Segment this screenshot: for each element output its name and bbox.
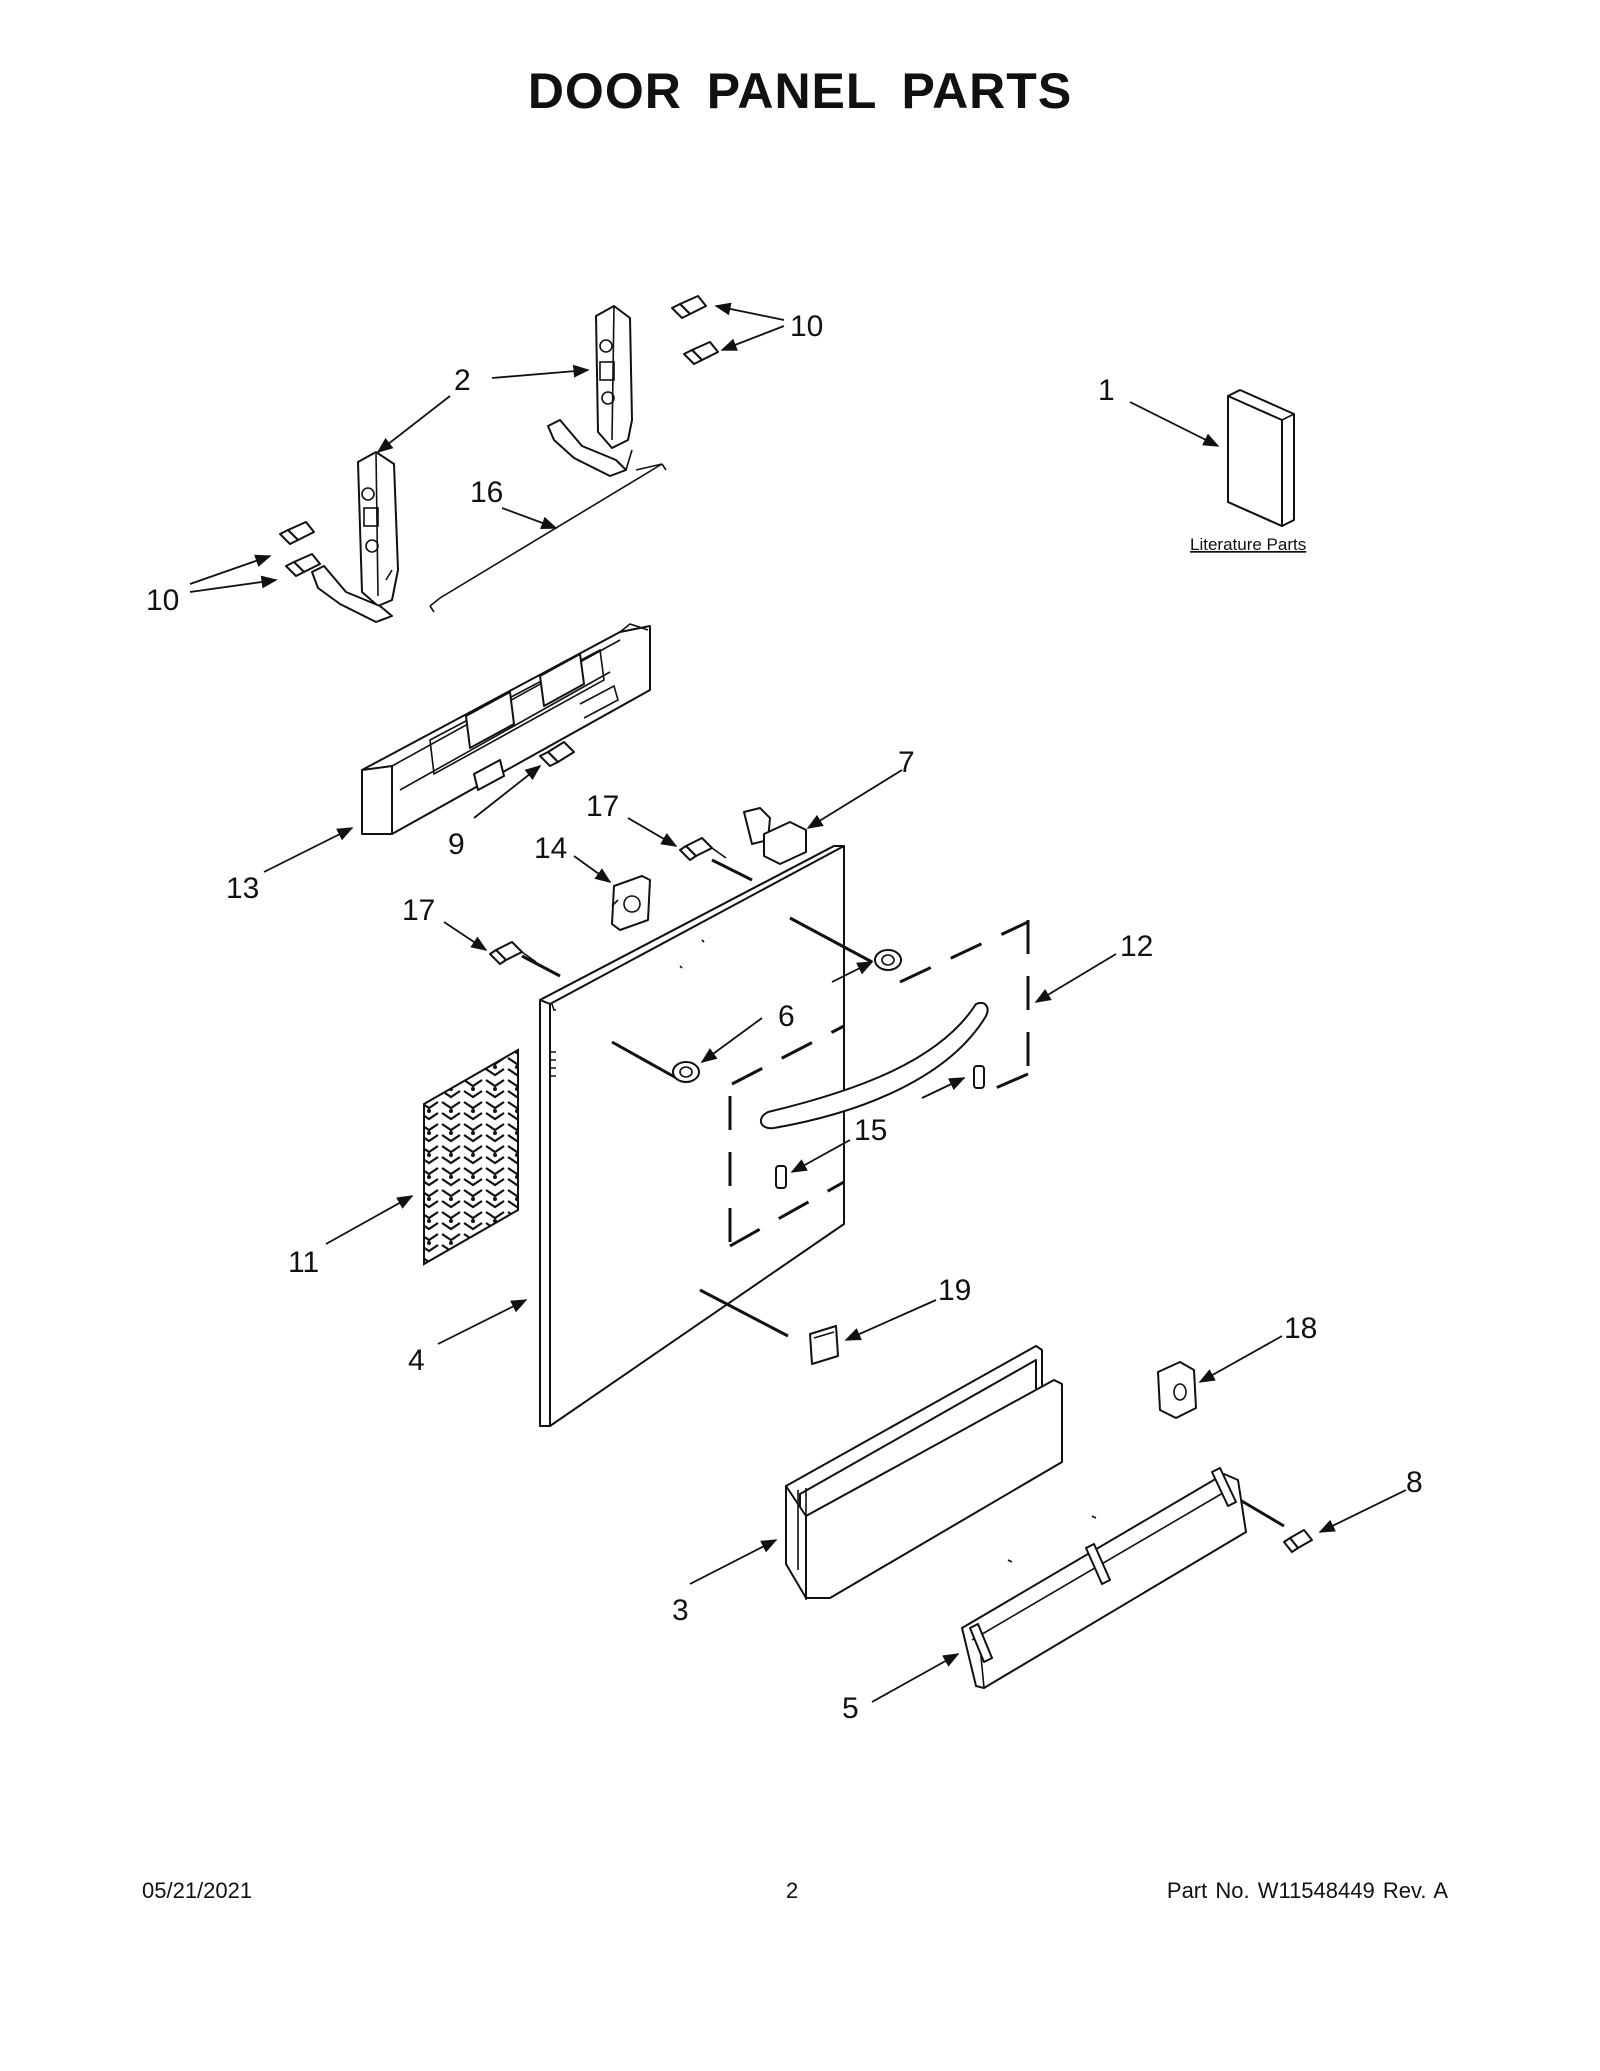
page-title: DOOR PANEL PARTS xyxy=(527,63,1073,119)
callout-8: 8 xyxy=(1406,1466,1423,1499)
callout-10-upper: 10 xyxy=(790,310,823,343)
hinge-bracket-left xyxy=(311,451,399,623)
screw-9 xyxy=(539,741,575,767)
handle-cap-left xyxy=(672,1061,700,1083)
screw-10-lower-b xyxy=(285,553,321,577)
callout-12: 12 xyxy=(1120,930,1153,963)
callout-4: 4 xyxy=(408,1344,425,1377)
callout-13: 13 xyxy=(226,872,259,905)
door-handle xyxy=(759,1002,989,1130)
handle-assembly-box xyxy=(728,920,1030,1248)
callout-19: 19 xyxy=(938,1274,971,1307)
callout-17-lower: 17 xyxy=(402,894,435,927)
callout-17-upper: 17 xyxy=(586,790,619,823)
control-module xyxy=(361,623,651,835)
handle-pin-left xyxy=(775,1165,787,1189)
toe-kick-panel xyxy=(785,1345,1063,1600)
callout-2: 2 xyxy=(454,364,471,397)
assembly-lines xyxy=(521,858,1285,1528)
callout-11: 11 xyxy=(288,1246,319,1279)
handle-cap-right xyxy=(874,949,902,971)
top-bracket xyxy=(743,807,807,865)
literature-parts-label: Literature Parts xyxy=(1190,535,1306,554)
footer-date: 05/21/2021 xyxy=(142,1878,253,1903)
logo-badge xyxy=(809,1325,839,1365)
callout-9: 9 xyxy=(448,828,465,861)
callout-5: 5 xyxy=(842,1692,859,1725)
callout-10-lower: 10 xyxy=(146,584,179,617)
hinge-cable-ends xyxy=(429,463,667,613)
callout-16: 16 xyxy=(470,476,503,509)
insulation-mesh xyxy=(423,1048,519,1266)
panel-clip xyxy=(1157,1361,1197,1419)
callout-7: 7 xyxy=(898,746,915,779)
literature-booklet xyxy=(1227,389,1295,527)
screw-8 xyxy=(1283,1529,1313,1553)
hinge-cable xyxy=(429,463,663,607)
door-panel xyxy=(539,845,845,1427)
footer-part-number: Part No. W11548449 Rev. A xyxy=(1166,1878,1448,1903)
callout-15: 15 xyxy=(854,1114,887,1147)
screw-17-upper xyxy=(679,837,727,861)
leader-arrows xyxy=(189,302,1407,1703)
handle-pin-right xyxy=(973,1065,985,1089)
callout-3: 3 xyxy=(672,1594,689,1627)
footer-page-number: 2 xyxy=(786,1878,799,1903)
lower-access-panel xyxy=(961,1467,1247,1689)
screw-10-upper-a xyxy=(671,295,707,319)
screw-10-lower-a xyxy=(279,521,315,545)
door-switch xyxy=(611,875,651,931)
callout-1: 1 xyxy=(1098,374,1115,407)
callout-6: 6 xyxy=(778,1000,795,1033)
screw-10-upper-b xyxy=(683,341,719,365)
hinge-bracket-right xyxy=(547,305,633,477)
callout-18: 18 xyxy=(1284,1312,1317,1345)
callout-14: 14 xyxy=(534,832,567,865)
screw-17-lower xyxy=(489,941,537,965)
